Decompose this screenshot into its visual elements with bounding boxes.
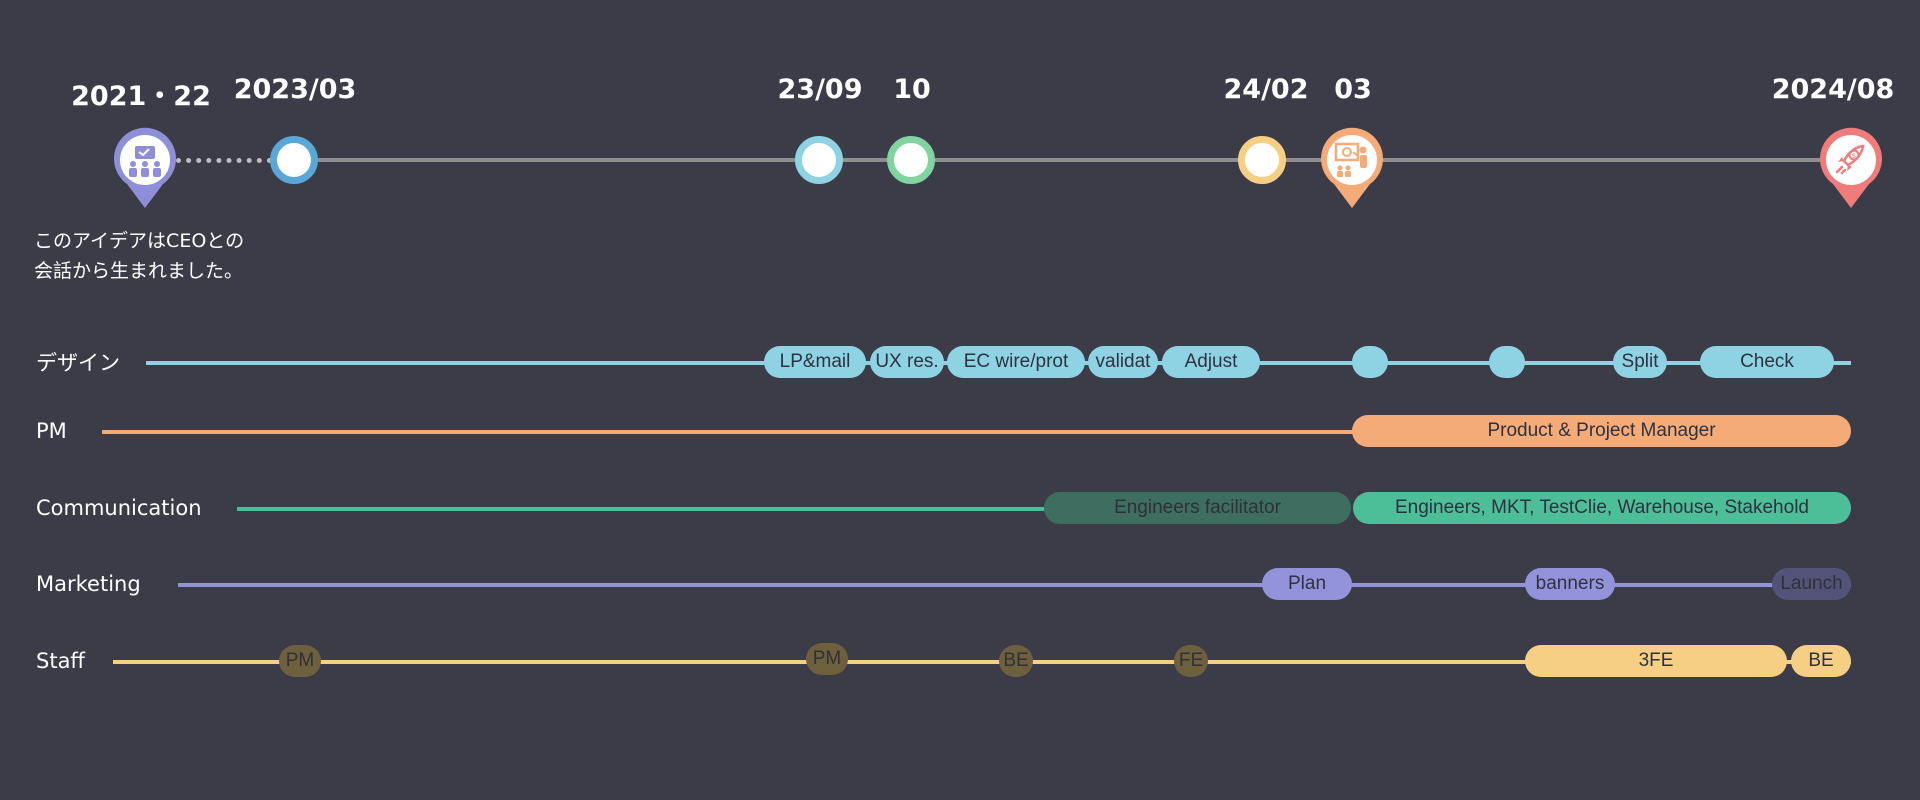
date-label-2023-03: 2023/03: [233, 74, 357, 105]
date-label-23-09: 23/09: [777, 74, 863, 105]
timeline-axis: [294, 158, 1850, 162]
marketing-task-banners: banners: [1525, 568, 1615, 600]
marketing-task-launch: Launch: [1772, 568, 1851, 600]
date-label-24-02: 24/02: [1223, 74, 1309, 105]
lane-line-communication: [237, 507, 1057, 511]
lane-label-marketing: Marketing: [36, 572, 141, 596]
staff-task-be-1: BE: [999, 645, 1033, 677]
lane-line-marketing: [178, 583, 1851, 587]
svg-text:$: $: [1852, 152, 1856, 160]
design-task-lp-mail: LP&mail: [764, 346, 866, 378]
launch-pin: $: [1817, 126, 1885, 210]
rocket-icon: $: [1820, 127, 1882, 208]
presentation-pin: [1318, 126, 1386, 210]
staff-task-pm-1: PM: [279, 645, 321, 677]
meeting-icon: [114, 127, 176, 208]
communication-task-engineers-facilitator: Engineers facilitator: [1044, 492, 1351, 524]
design-task-ux-research: UX res.: [870, 346, 944, 378]
presentation-icon: [1321, 127, 1383, 208]
milestone-24-02: [1238, 136, 1286, 184]
lane-label-staff: Staff: [36, 649, 85, 673]
timeline-dotted-segment: [176, 158, 272, 163]
milestone-2023-03: [270, 136, 318, 184]
milestone-23-09: [795, 136, 843, 184]
design-task-check: Check: [1700, 346, 1834, 378]
design-task-split: Split: [1613, 346, 1667, 378]
milestone-10: [887, 136, 935, 184]
communication-task-stakeholders: Engineers, MKT, TestClie, Warehouse, Sta…: [1353, 492, 1851, 524]
lane-label-pm: PM: [36, 419, 67, 443]
date-label-10: 10: [893, 74, 931, 105]
design-task-adjust: Adjust: [1162, 346, 1260, 378]
lane-line-staff: [113, 660, 1851, 664]
design-task-marker-2: [1489, 346, 1525, 378]
staff-task-pm-2: PM: [806, 643, 848, 675]
lane-label-communication: Communication: [36, 496, 202, 520]
staff-task-3fe: 3FE: [1525, 645, 1787, 677]
origin-note: このアイデアはCEOとの 会話から生まれました。: [34, 230, 245, 282]
design-task-validation: validat: [1088, 346, 1158, 378]
pm-task-product-project-manager: Product & Project Manager: [1352, 415, 1851, 447]
staff-task-be-2: BE: [1791, 645, 1851, 677]
design-task-ec-wireframe: EC wire/prot: [947, 346, 1085, 378]
date-label-2021: 2021・22: [71, 81, 211, 112]
staff-task-fe: FE: [1174, 645, 1208, 677]
design-task-marker-1: [1352, 346, 1388, 378]
date-label-03: 03: [1334, 74, 1372, 105]
date-label-2024-08: 2024/08: [1771, 74, 1895, 105]
meeting-pin: [111, 126, 179, 210]
lane-line-pm: [102, 430, 1362, 434]
marketing-task-plan: Plan: [1262, 568, 1352, 600]
lane-label-design: デザイン: [36, 351, 120, 375]
